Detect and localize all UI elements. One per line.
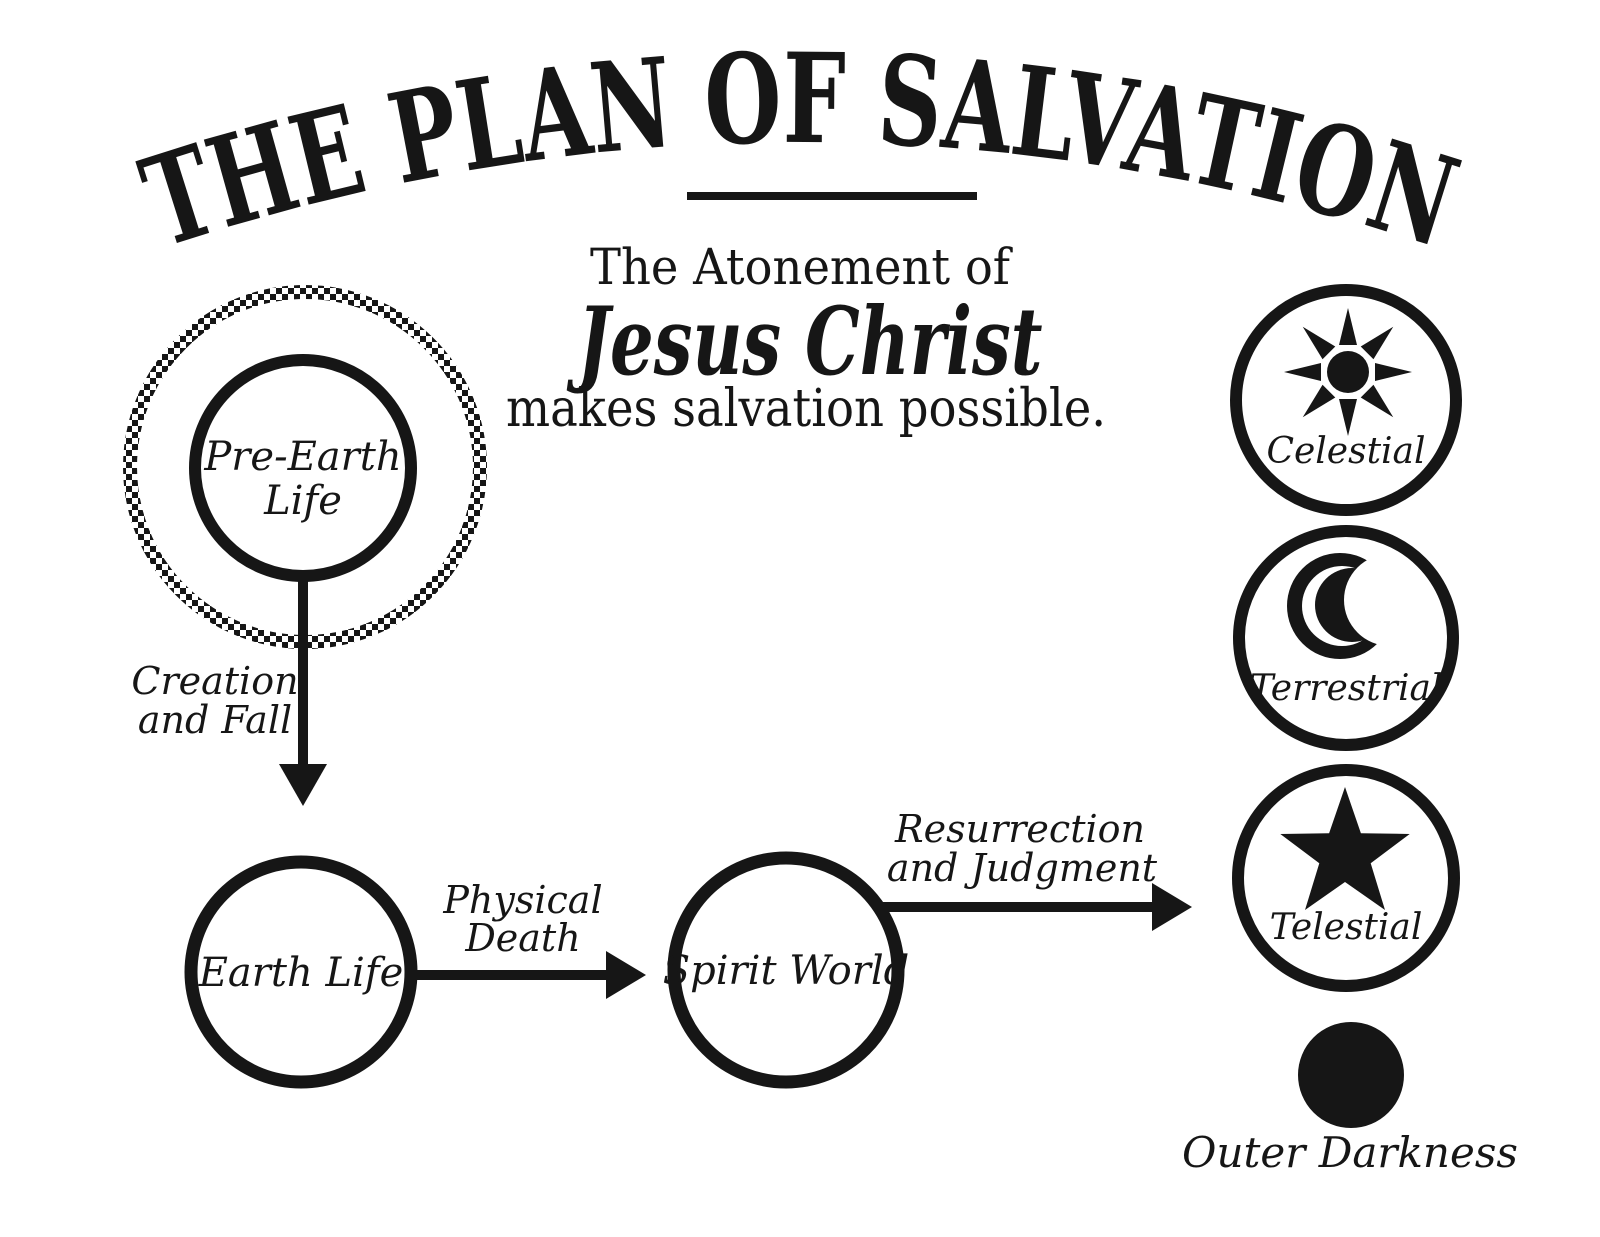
spirit-world-label: Spirit World [663, 948, 910, 994]
pre-earth-life-label: Pre-Earth Life [203, 434, 401, 524]
earth-life-label: Earth Life [198, 950, 404, 996]
subtitle-jesus-christ: Jesus Christ [567, 287, 1043, 397]
subtitle-line-1: The Atonement of [590, 238, 1013, 296]
spirit-world-circle [667, 851, 905, 1089]
svg-text:Creation: Creation [131, 659, 298, 703]
celestial-label: Celestial [1266, 431, 1425, 472]
star-icon [1280, 787, 1410, 910]
resurrection-judgment-arrow [877, 883, 1192, 931]
svg-text:and Fall: and Fall [138, 698, 292, 742]
title-divider [687, 192, 977, 200]
earth-life-circle [184, 855, 418, 1089]
outer-darkness-circle [1298, 1022, 1404, 1128]
svg-text:and Judgment: and Judgment [887, 846, 1158, 890]
telestial-label: Telestial [1270, 907, 1423, 948]
svg-text:Resurrection: Resurrection [894, 807, 1145, 851]
outer-darkness-label: Outer Darkness [1182, 1128, 1518, 1177]
creation-fall-label: Creation and Fall [131, 659, 298, 742]
terrestrial-label: Terrestrial [1250, 668, 1443, 709]
svg-text:Pre-Earth: Pre-Earth [203, 434, 401, 480]
svg-text:Death: Death [464, 916, 580, 960]
physical-death-arrow [413, 951, 646, 999]
sun-icon [1284, 308, 1412, 436]
resurrection-judgment-label: Resurrection and Judgment [887, 807, 1158, 890]
svg-text:Physical: Physical [442, 878, 602, 922]
moon-icon [1287, 553, 1393, 659]
subtitle-line-3: makes salvation possible. [506, 379, 1106, 439]
physical-death-label: Physical Death [442, 878, 602, 960]
creation-fall-arrow [279, 576, 327, 806]
svg-text:Life: Life [263, 478, 342, 524]
